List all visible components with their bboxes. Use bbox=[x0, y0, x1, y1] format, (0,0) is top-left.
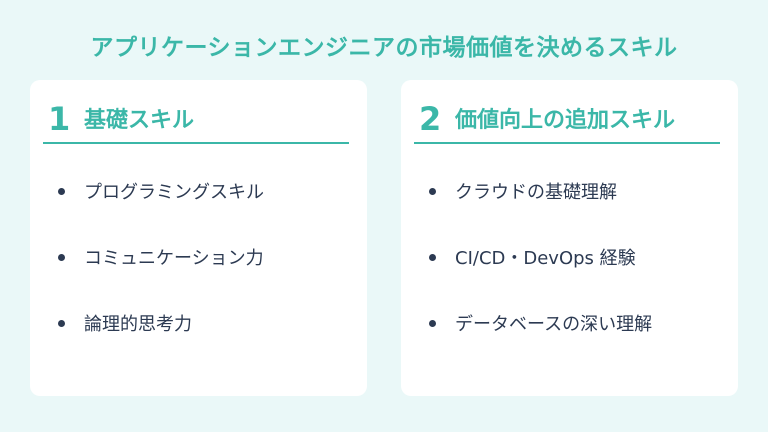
list-item-label: 論理的思考力 bbox=[84, 314, 192, 335]
list-item: CI/CD・DevOps 経験 bbox=[401, 246, 652, 269]
list-item: コミュニケーション力 bbox=[30, 246, 264, 269]
list-item-label: データベースの深い理解 bbox=[455, 314, 653, 335]
bullet-icon bbox=[58, 187, 65, 195]
bullet-icon bbox=[429, 187, 436, 195]
page-title: アプリケーションエンジニアの市場価値を決めるスキル bbox=[90, 35, 678, 61]
list-item: 論理的思考力 bbox=[30, 312, 264, 335]
card-header: 2 価値向上の追加スキル bbox=[414, 102, 720, 144]
card-heading: 価値向上の追加スキル bbox=[455, 108, 676, 133]
skill-list: クラウドの基礎理解 CI/CD・DevOps 経験 データベースの深い理解 bbox=[401, 180, 652, 378]
list-item: クラウドの基礎理解 bbox=[401, 180, 652, 203]
list-item-label: クラウドの基礎理解 bbox=[455, 182, 617, 203]
bullet-icon bbox=[58, 253, 65, 261]
list-item-label: CI/CD・DevOps 経験 bbox=[455, 248, 636, 269]
skill-list: プログラミングスキル コミュニケーション力 論理的思考力 bbox=[30, 180, 264, 378]
bullet-icon bbox=[58, 319, 65, 327]
card-value-skills: 2 価値向上の追加スキル クラウドの基礎理解 CI/CD・DevOps 経験 デ… bbox=[401, 80, 738, 396]
card-number: 2 bbox=[419, 100, 442, 138]
card-basic-skills: 1 基礎スキル プログラミングスキル コミュニケーション力 論理的思考力 bbox=[30, 80, 367, 396]
bullet-icon bbox=[429, 319, 436, 327]
bullet-icon bbox=[429, 253, 436, 261]
card-header: 1 基礎スキル bbox=[43, 102, 349, 144]
card-number: 1 bbox=[48, 100, 71, 138]
list-item: データベースの深い理解 bbox=[401, 312, 653, 335]
card-heading: 基礎スキル bbox=[84, 108, 195, 133]
list-item-label: プログラミングスキル bbox=[84, 182, 264, 203]
list-item-label: コミュニケーション力 bbox=[84, 248, 264, 269]
list-item: プログラミングスキル bbox=[30, 180, 264, 203]
